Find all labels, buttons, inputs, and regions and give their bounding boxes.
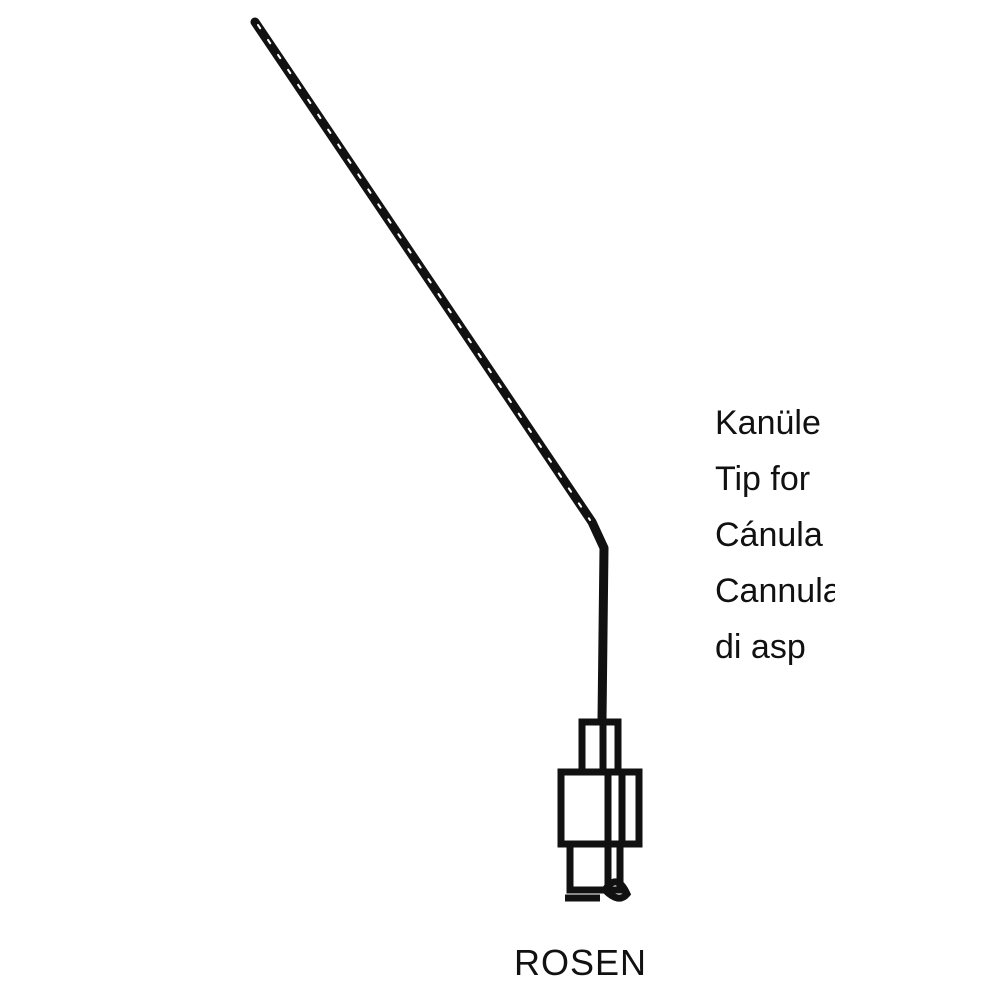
product-caption: ROSEN xyxy=(514,942,648,983)
description-line: Kanüle xyxy=(715,404,821,442)
description-line: Tip for xyxy=(715,460,811,498)
cannula-hub xyxy=(557,718,643,902)
description-line: di asp xyxy=(715,628,806,666)
description-line: Cánula xyxy=(715,516,823,554)
description-text: Kanüle Tip for Cánula Cannula di asp xyxy=(715,395,835,675)
description-line: Cannula xyxy=(715,572,835,610)
cannula-shaft xyxy=(250,17,609,725)
